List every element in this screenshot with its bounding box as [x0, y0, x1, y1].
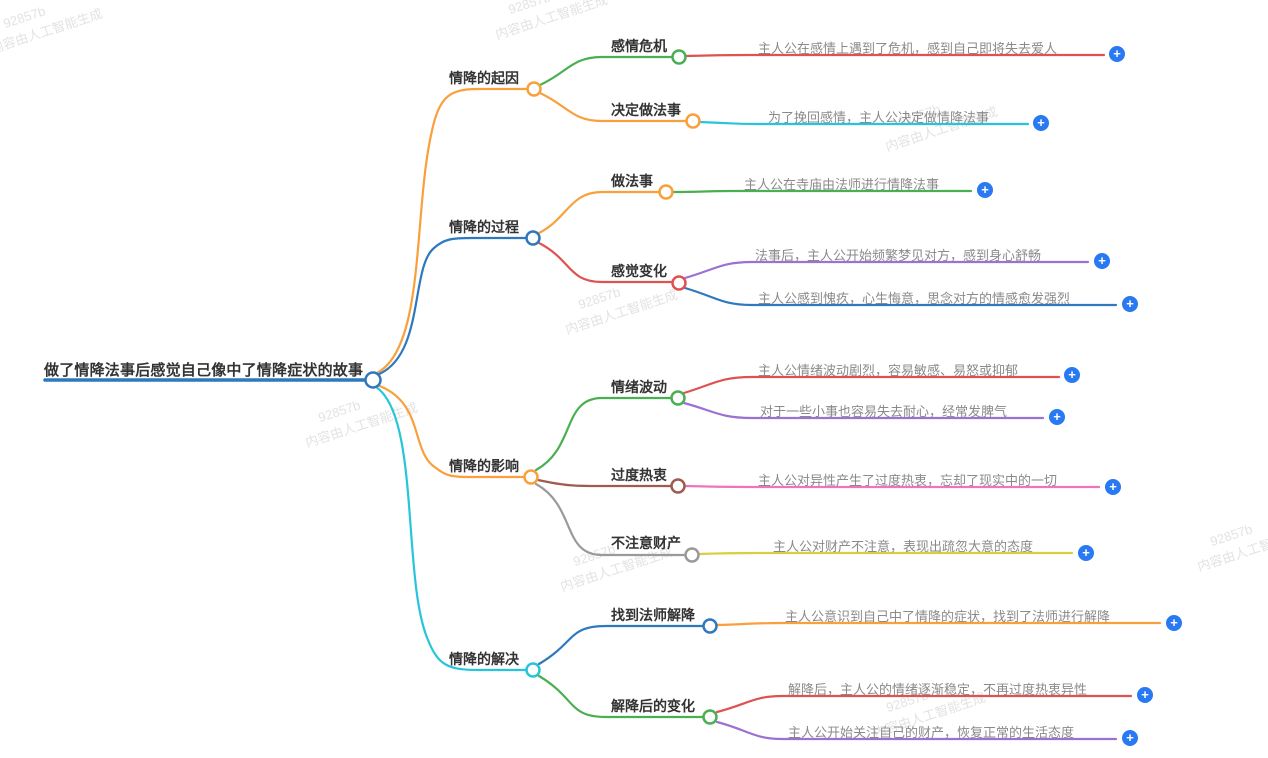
node-mood-swings[interactable]: 情绪波动	[611, 379, 667, 395]
edge-leaf-moodswing	[682, 375, 1061, 395]
handle-feelings[interactable]	[671, 275, 687, 291]
leaf-property-desc[interactable]: 主人公对财产不注意，表现出疏忽大意的态度	[773, 539, 1034, 554]
add-node-button[interactable]: +	[1105, 479, 1121, 495]
handle-process[interactable]	[525, 230, 541, 246]
node-perform-ritual[interactable]: 做法事	[611, 173, 653, 189]
handle-ritual[interactable]	[658, 184, 674, 200]
handle-cause[interactable]	[526, 81, 542, 97]
edge-leaf-dreams	[683, 260, 1090, 280]
add-node-button[interactable]: +	[1109, 46, 1125, 62]
node-after-release[interactable]: 解降后的变化	[611, 698, 695, 714]
edge-process-ritual	[537, 190, 661, 235]
add-node-button[interactable]: +	[1137, 687, 1153, 703]
handle-mood[interactable]	[670, 390, 686, 406]
node-branch-process[interactable]: 情降的过程	[449, 219, 519, 235]
leaf-dreams-desc[interactable]: 法事后，主人公开始频繁梦见对方，感到身心舒畅	[755, 248, 1042, 263]
handle-property[interactable]	[684, 547, 700, 563]
handle-effects[interactable]	[523, 469, 539, 485]
node-over-obsession[interactable]: 过度热衷	[611, 467, 667, 483]
edge-cause-crisis	[538, 55, 674, 87]
handle-decide[interactable]	[685, 113, 701, 129]
handle-crisis[interactable]	[671, 49, 687, 65]
add-node-button[interactable]: +	[1166, 615, 1182, 631]
node-find-master[interactable]: 找到法师解降	[611, 607, 695, 623]
node-decide-ritual[interactable]: 决定做法事	[611, 102, 681, 118]
handle-master[interactable]	[702, 618, 718, 634]
add-node-button[interactable]: +	[1122, 296, 1138, 312]
node-branch-cause[interactable]: 情降的起因	[449, 70, 519, 86]
node-root[interactable]: 做了情降法事后感觉自己像中了情降症状的故事	[44, 362, 364, 379]
leaf-guilt-desc[interactable]: 主人公感到愧疚，心生悔意，思念对方的情感愈发强烈	[758, 291, 1071, 306]
leaf-impatience-desc[interactable]: 对于一些小事也容易失去耐心，经常发脾气	[760, 404, 1008, 419]
leaf-ritual-desc[interactable]: 主人公在寺庙由法师进行情降法事	[744, 177, 940, 192]
add-node-button[interactable]: +	[1078, 545, 1094, 561]
handle-after[interactable]	[702, 709, 718, 725]
leaf-crisis-desc[interactable]: 主人公在感情上遇到了危机，感到自己即将失去爱人	[758, 41, 1058, 56]
add-node-button[interactable]: +	[1049, 409, 1065, 425]
leaf-master-desc[interactable]: 主人公意识到自己中了情降的症状，找到了法师进行解降	[785, 609, 1111, 624]
node-neglect-property[interactable]: 不注意财产	[611, 535, 681, 551]
edge-leaf-stable	[715, 694, 1133, 714]
edge-resolution-master	[537, 624, 705, 666]
node-branch-effects[interactable]: 情降的影响	[449, 458, 519, 474]
add-node-button[interactable]: +	[1064, 367, 1080, 383]
node-branch-resolution[interactable]: 情降的解决	[449, 651, 519, 667]
add-node-button[interactable]: +	[1094, 253, 1110, 269]
add-node-button[interactable]: +	[1122, 730, 1138, 746]
add-node-button[interactable]: +	[1033, 115, 1049, 131]
leaf-obsession-desc[interactable]: 主人公对异性产生了过度热衷，忘却了现实中的一切	[758, 473, 1058, 488]
add-node-button[interactable]: +	[977, 182, 993, 198]
leaf-decide-desc[interactable]: 为了挽回感情，主人公决定做情降法事	[768, 110, 990, 125]
node-feeling-changes[interactable]: 感觉变化	[611, 263, 667, 279]
handle-root[interactable]	[364, 371, 382, 389]
handle-resolution[interactable]	[525, 662, 541, 678]
leaf-normal-desc[interactable]: 主人公开始关注自己的财产，恢复正常的生活态度	[788, 725, 1075, 740]
leaf-moodswing-desc[interactable]: 主人公情绪波动剧烈，容易敏感、易怒或抑郁	[758, 363, 1019, 378]
leaf-stable-desc[interactable]: 解降后，主人公的情绪逐渐稳定，不再过度热衷异性	[788, 682, 1088, 697]
edge-root-resolution	[374, 385, 529, 672]
edge-effects-mood	[534, 396, 673, 472]
node-relationship-crisis[interactable]: 感情危机	[611, 38, 667, 54]
edge-root-process	[375, 236, 529, 377]
handle-obsession[interactable]	[670, 478, 686, 494]
